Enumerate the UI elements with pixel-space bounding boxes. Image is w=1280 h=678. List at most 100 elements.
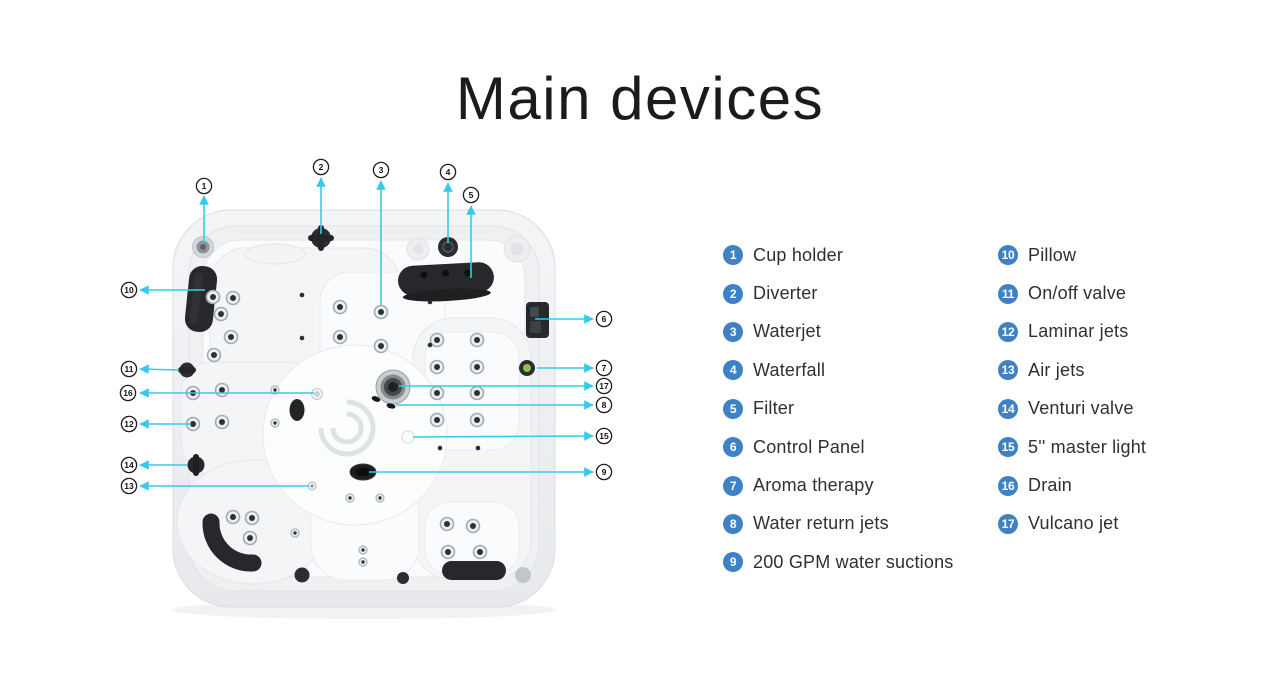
leader-lines xyxy=(139,177,594,491)
svg-text:13: 13 xyxy=(124,481,134,491)
legend-item-vulcano-jet: 17 Vulcano jet xyxy=(998,505,1146,543)
legend-item-label: Water return jets xyxy=(753,513,889,534)
legend-item-on-off-valve: 11 On/off valve xyxy=(998,274,1146,312)
legend-item-label: Cup holder xyxy=(753,244,844,265)
legend-item-label: Waterjet xyxy=(753,321,821,342)
rim-fitting xyxy=(503,235,531,263)
callout-2: 2 xyxy=(312,158,330,176)
svg-text:11: 11 xyxy=(125,364,134,374)
legend-item-pillow: 10 Pillow xyxy=(998,236,1146,274)
svg-text:8: 8 xyxy=(602,400,607,410)
aroma-therapy-part xyxy=(519,360,535,376)
legend-item-water-suctions: 9 200 GPM water suctions xyxy=(723,543,953,581)
legend-item-label: Vulcano jet xyxy=(1028,513,1119,534)
number-badge: 16 xyxy=(998,475,1018,496)
master-light-part xyxy=(401,430,415,444)
svg-text:9: 9 xyxy=(602,467,607,477)
callout-5: 5 xyxy=(462,186,480,204)
legend-item-laminar-jets: 12 Laminar jets xyxy=(998,313,1146,351)
svg-text:14: 14 xyxy=(124,460,134,470)
legend-item-drain: 16 Drain xyxy=(998,466,1146,504)
callout-8: 8 xyxy=(595,396,613,414)
legend-item-label: Diverter xyxy=(753,283,818,304)
legend-item-waterfall: 4 Waterfall xyxy=(723,351,953,389)
legend-item-label: 200 GPM water suctions xyxy=(753,551,954,572)
aroma-canister xyxy=(289,399,305,421)
number-badge: 5 xyxy=(723,398,743,419)
number-badge: 2 xyxy=(723,283,743,304)
legend-item-filter: 5 Filter xyxy=(723,390,953,428)
svg-text:17: 17 xyxy=(599,381,609,391)
number-badge: 17 xyxy=(998,513,1018,534)
legend-item-label: On/off valve xyxy=(1028,283,1127,304)
callouts: 1 2 3 4 5 6 7 17 8 15 9 10 11 16 12 14 1… xyxy=(119,158,613,495)
legend-item-label: Waterfall xyxy=(753,359,826,380)
callout-13: 13 xyxy=(120,477,138,495)
water-return-jets-part xyxy=(371,396,396,409)
callout-17: 17 xyxy=(595,377,613,395)
hot-tub-diagram: 1 2 3 4 5 6 7 17 8 15 9 10 11 16 12 14 1… xyxy=(115,150,660,628)
svg-text:15: 15 xyxy=(599,431,609,441)
brand-swirl-logo xyxy=(318,399,376,457)
legend-item-cup-holder: 1 Cup holder xyxy=(723,236,953,274)
leader-line-11 xyxy=(139,364,180,375)
waterfall-part xyxy=(397,262,494,302)
legend-item-label: Aroma therapy xyxy=(753,475,874,496)
legend-item-label: Pillow xyxy=(1028,244,1077,265)
number-badge: 11 xyxy=(998,283,1018,304)
legend-item-air-jets: 13 Air jets xyxy=(998,351,1146,389)
callout-14: 14 xyxy=(120,456,138,474)
legend-item-label: Control Panel xyxy=(753,436,865,457)
number-badge: 9 xyxy=(723,552,743,573)
svg-text:3: 3 xyxy=(379,165,384,175)
number-badge: 10 xyxy=(998,245,1018,266)
legend-item-label: Drain xyxy=(1028,475,1073,496)
cup-holder-part xyxy=(192,236,214,258)
number-badge: 4 xyxy=(723,360,743,381)
legend-item-label: Venturi valve xyxy=(1028,398,1134,419)
svg-text:16: 16 xyxy=(123,388,133,398)
callout-15: 15 xyxy=(595,427,613,445)
corner-pillow xyxy=(202,513,262,572)
hot-tub-illustration: 1 2 3 4 5 6 7 17 8 15 9 10 11 16 12 14 1… xyxy=(119,158,613,619)
number-badge: 12 xyxy=(998,321,1018,342)
water-suction-part xyxy=(349,463,377,481)
callout-9: 9 xyxy=(595,463,613,481)
svg-text:2: 2 xyxy=(319,162,324,172)
callout-3: 3 xyxy=(372,161,390,179)
legend-item-water-return-jets: 8 Water return jets xyxy=(723,505,953,543)
control-panel-part xyxy=(526,302,549,338)
number-badge: 7 xyxy=(723,475,743,496)
callout-11: 11 xyxy=(120,360,138,378)
air-jet-part xyxy=(307,481,317,491)
legend-item-label: Air jets xyxy=(1028,359,1085,380)
diverter-part xyxy=(308,225,334,251)
page-title: Main devices xyxy=(455,65,825,132)
legend-item-label: Filter xyxy=(753,398,795,419)
callout-6: 6 xyxy=(595,310,613,328)
svg-text:6: 6 xyxy=(602,314,607,324)
legend-item-aroma-therapy: 7 Aroma therapy xyxy=(723,466,953,504)
rim-drain-cap xyxy=(515,567,531,583)
callout-4: 4 xyxy=(439,163,457,181)
svg-text:4: 4 xyxy=(446,167,451,177)
number-badge: 1 xyxy=(723,245,743,266)
rim-speaker xyxy=(406,237,430,261)
callout-16: 16 xyxy=(119,384,137,402)
venturi-valve-part xyxy=(187,454,205,476)
legend-right-column: 10 Pillow 11 On/off valve 12 Laminar jets 1… xyxy=(998,236,1146,543)
callout-10: 10 xyxy=(120,281,138,299)
legend-item-label: 5'' master light xyxy=(1028,436,1147,457)
svg-text:12: 12 xyxy=(124,419,134,429)
vulcano-jet-part xyxy=(375,369,411,405)
legend-item-label: Laminar jets xyxy=(1028,321,1129,342)
number-badge: 6 xyxy=(723,437,743,458)
number-badge: 8 xyxy=(723,513,743,534)
number-badge: 13 xyxy=(998,360,1018,381)
